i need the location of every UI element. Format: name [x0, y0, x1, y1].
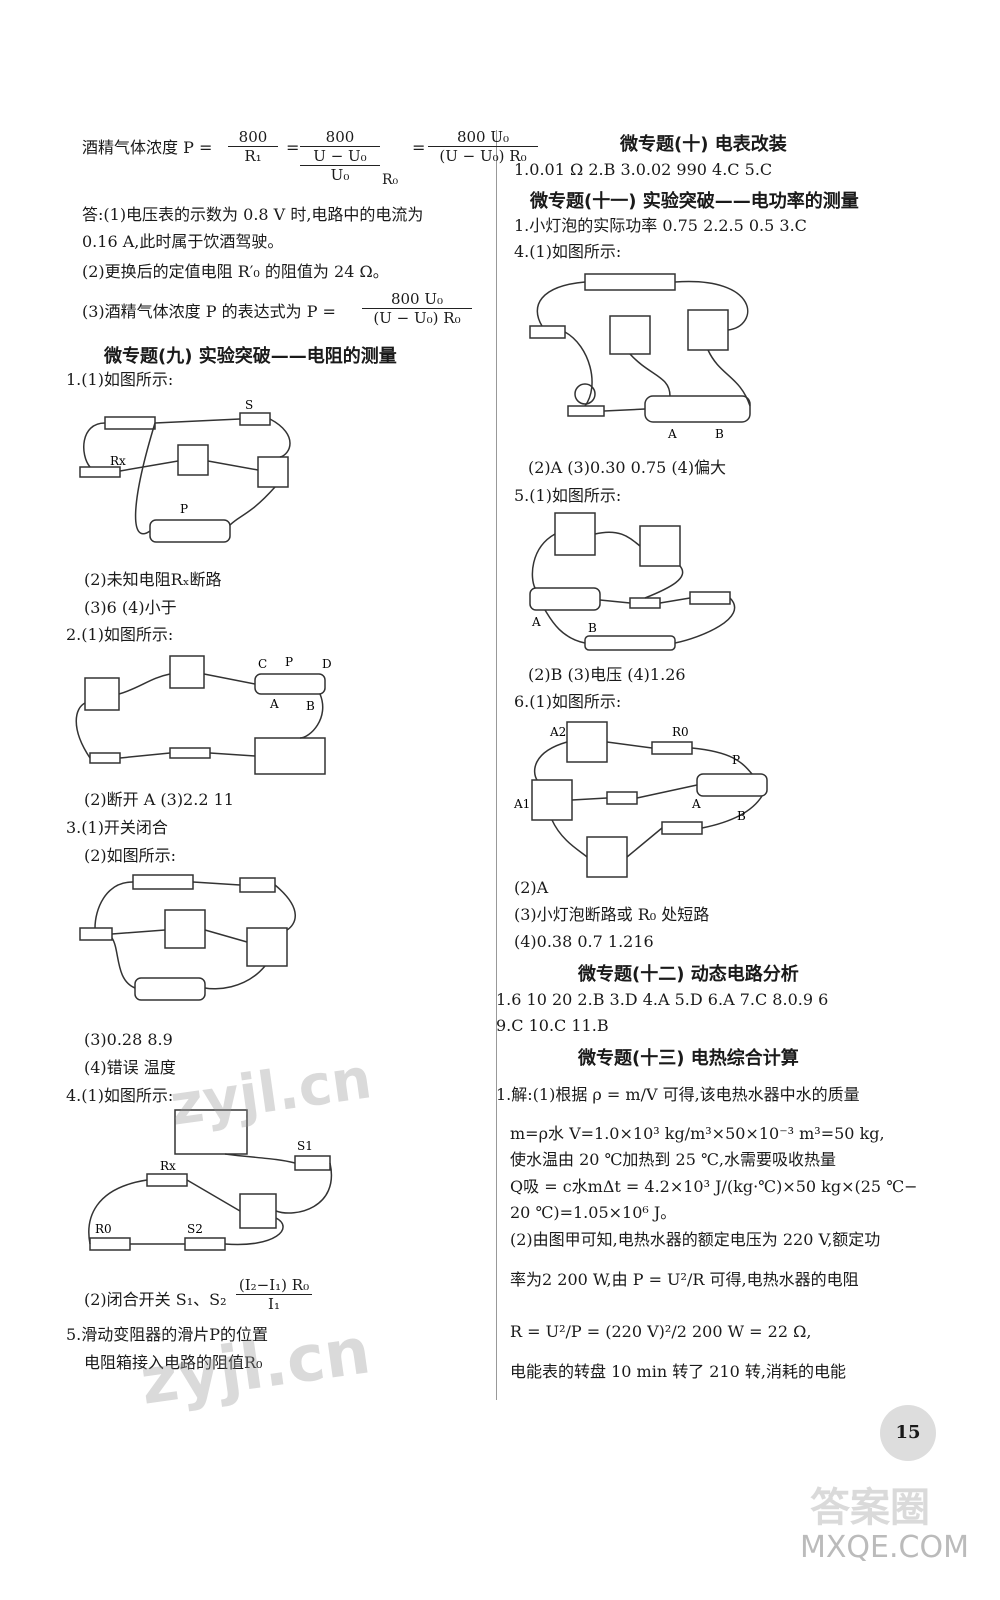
svg-text:B: B: [306, 699, 315, 713]
q1-3: (3)6 (4)小于: [84, 598, 177, 617]
section-12-title: 微专题(十二) 动态电路分析: [578, 964, 799, 985]
svg-text:Rx: Rx: [110, 454, 126, 468]
q2-1: 2.(1)如图所示:: [66, 625, 174, 644]
svg-text:P: P: [180, 502, 188, 516]
q1-2: (2)未知电阻Rₓ断路: [84, 570, 222, 589]
section-10-title: 微专题(十) 电表改装: [620, 134, 787, 155]
page-number: 15: [880, 1405, 936, 1461]
s11-5b: (2)B (3)电压 (4)1.26: [528, 665, 686, 684]
s13-1: 1.解:(1)根据 ρ = m/V 可得,该电热水器中水的质量: [496, 1085, 860, 1104]
svg-text:A2: A2: [549, 725, 566, 739]
svg-text:S: S: [245, 398, 253, 412]
s13-8: R = U²/P = (220 V)²/2 200 W = 22 Ω,: [510, 1322, 812, 1341]
s11-4b: (2)A (3)0.30 0.75 (4)偏大: [528, 458, 727, 477]
svg-text:B: B: [715, 427, 724, 441]
s12-b: 9.C 10.C 11.B: [496, 1016, 609, 1035]
circuit-diagram-2: C P D A B: [75, 655, 332, 775]
s13-6: (2)由图甲可知,电热水器的额定电压为 220 V,额定功: [510, 1230, 881, 1249]
watermark-3: 答案圈: [810, 1485, 930, 1531]
site-watermark: MXQE.COM: [800, 1530, 969, 1565]
svg-text:A: A: [269, 697, 279, 711]
svg-text:A: A: [667, 427, 677, 441]
s11-6c: (3)小灯泡断路或 R₀ 处短路: [514, 905, 710, 924]
s11-1: 1.小灯泡的实际功率 0.75 2.2.5 0.5 3.C: [514, 216, 807, 235]
svg-text:S2: S2: [187, 1222, 203, 1236]
circuit-diagram-3: [79, 874, 296, 1001]
svg-text:C: C: [258, 657, 267, 671]
q3-1: 3.(1)开关闭合: [66, 818, 168, 837]
svg-text:Rx: Rx: [160, 1159, 176, 1173]
s13-9: 电能表的转盘 10 min 转了 210 转,消耗的电能: [510, 1362, 847, 1381]
s11-5: 5.(1)如图所示:: [514, 486, 622, 505]
answer-3-fraction: 800 U₀(U − U₀) R₀: [362, 290, 472, 327]
s11-4: 4.(1)如图所示:: [514, 242, 622, 261]
section-13-title: 微专题(十三) 电热综合计算: [578, 1048, 799, 1069]
circuit-diagram-1: Rx S P: [79, 398, 291, 543]
section-11-title: 微专题(十一) 实验突破——电功率的测量: [530, 191, 859, 212]
answer-1b: 0.16 A,此时属于饮酒驾驶。: [82, 232, 284, 251]
watermark-1: zyjl.cn: [166, 1046, 376, 1139]
svg-text:P: P: [732, 753, 740, 767]
q3-4: (4)错误 温度: [84, 1058, 176, 1077]
svg-text:S1: S1: [297, 1139, 313, 1153]
formula-prefix: 酒精气体浓度 P =: [82, 138, 213, 157]
svg-text:A: A: [691, 797, 701, 811]
q5-2: 电阻箱接入电路的阻值R₀: [84, 1353, 263, 1372]
svg-text:R0: R0: [95, 1222, 112, 1236]
svg-text:B: B: [588, 621, 597, 635]
svg-text:A: A: [531, 615, 541, 629]
q5-1: 5.滑动变阻器的滑片P的位置: [66, 1325, 269, 1344]
section-10-answers: 1.0.01 Ω 2.B 3.0.02 990 4.C 5.C: [514, 160, 773, 179]
fraction-3: 800 U₀(U − U₀) R₀: [428, 128, 538, 165]
section-9-title: 微专题(九) 实验突破——电阻的测量: [104, 346, 397, 367]
s13-7: 率为2 200 W,由 P = U²/R 可得,电热水器的电阻: [510, 1270, 859, 1289]
svg-text:D: D: [322, 657, 332, 671]
column-divider: [496, 130, 497, 1400]
s11-6: 6.(1)如图所示:: [514, 692, 622, 711]
answer-2: (2)更换后的定值电阻 R′₀ 的阻值为 24 Ω。: [82, 262, 389, 281]
svg-text:P: P: [285, 655, 293, 669]
q3-2: (2)如图所示:: [84, 846, 177, 865]
s13-5: 20 ℃)=1.05×10⁶ J。: [510, 1203, 677, 1222]
svg-text:A1: A1: [513, 797, 530, 811]
s13-4: Q吸 = c水mΔt = 4.2×10³ J/(kg·℃)×50 kg×(25 …: [510, 1177, 918, 1196]
answer-1: 答:(1)电压表的示数为 0.8 V 时,电路中的电流为: [82, 205, 424, 224]
q4-1: 4.(1)如图所示:: [66, 1086, 174, 1105]
s12-a: 1.6 10 20 2.B 3.D 4.A 5.D 6.A 7.C 8.0.9 …: [496, 990, 829, 1009]
s11-6b: (2)A: [514, 878, 549, 897]
q1-1: 1.(1)如图所示:: [66, 370, 174, 389]
svg-text:B: B: [737, 809, 746, 823]
s11-6d: (4)0.38 0.7 1.216: [514, 932, 654, 951]
q4-2: (2)闭合开关 S₁、S₂: [84, 1290, 227, 1309]
svg-text:R0: R0: [672, 725, 689, 739]
s13-3: 使水温由 20 ℃加热到 25 ℃,水需要吸收热量: [510, 1150, 836, 1169]
q2-2: (2)断开 A (3)2.2 11: [84, 790, 234, 809]
answer-3: (3)酒精气体浓度 P 的表达式为 P =: [82, 302, 336, 321]
s13-2: m=ρ水 V=1.0×10³ kg/m³×50×10⁻³ m³=50 kg,: [510, 1124, 885, 1143]
q3-3: (3)0.28 8.9: [84, 1030, 173, 1049]
